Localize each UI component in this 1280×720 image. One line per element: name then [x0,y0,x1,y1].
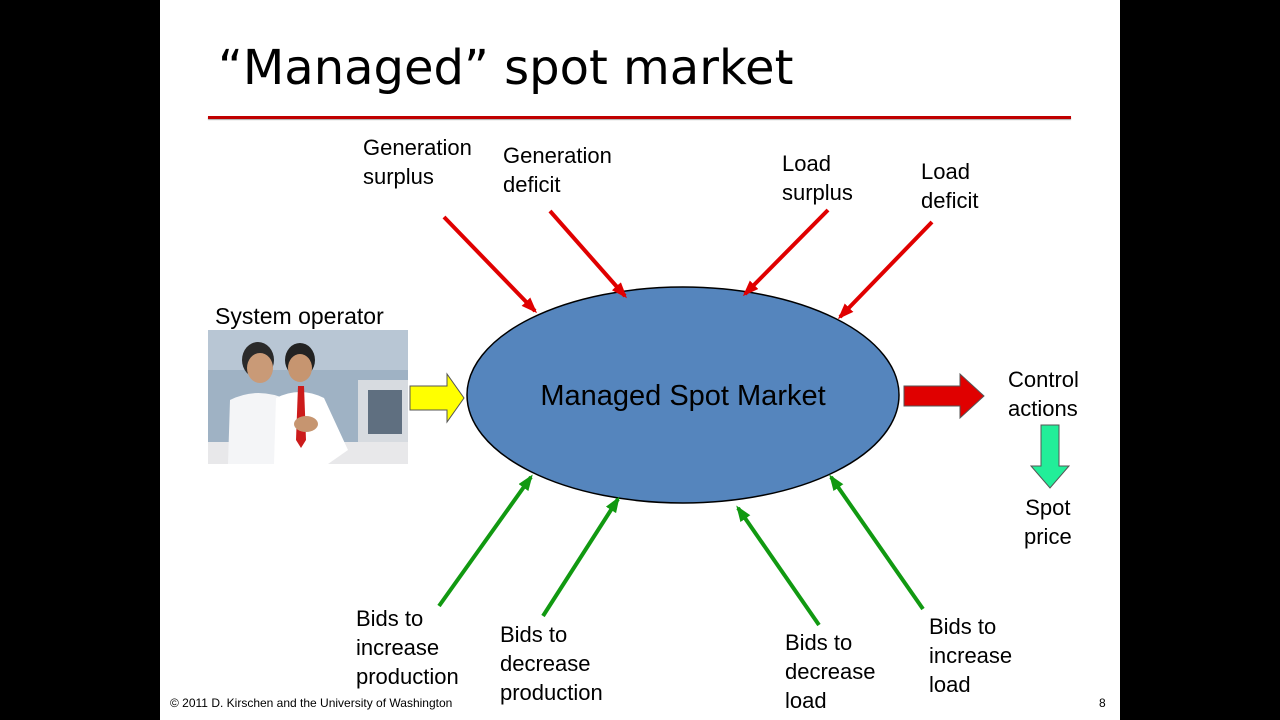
label-line: Control [1008,367,1079,392]
label-line: Bids to [929,614,997,639]
arrow-bids-increase-load [829,474,925,611]
operator-arrow [409,372,465,424]
label-line: load [929,672,971,697]
label-line: price [1024,524,1072,549]
label-bids-decrease-production: Bids to decrease production [500,620,603,707]
label-line: increase [356,635,440,660]
label-bids-increase-production: Bids to increase production [356,604,459,691]
arrow-load-surplus [742,208,830,297]
arrow-bids-increase-production [437,474,533,608]
label-line: increase [929,643,1013,668]
arrow-bids-decrease-production [541,496,620,618]
slide-title: “Managed” spot market [218,40,794,96]
label-load-surplus: Load surplus [782,149,853,207]
arrow-load-deficit [837,220,934,320]
label-system-operator: System operator [215,302,384,331]
label-spot-price: Spot price [1024,493,1072,551]
arrow-bids-decrease-load [736,505,821,627]
control-actions-arrow [903,372,985,420]
arrow-generation-deficit [548,209,627,299]
operator-photo-illustration [208,330,408,464]
spot-price-arrow [1029,424,1071,489]
title-rule [208,116,1071,119]
label-line: deficit [503,172,561,197]
label-line: Load [782,151,831,176]
system-operator-photo [208,330,408,464]
footer-copyright: © 2011 D. Kirschen and the University of… [170,696,453,710]
label-line: surplus [782,180,853,205]
label-line: production [356,664,459,689]
diagram: Managed Spot Market [409,208,1071,627]
slide: “Managed” spot market Managed Spot Marke… [160,0,1120,720]
label-line: Bids to [785,630,853,655]
center-label: Managed Spot Market [540,380,825,412]
label-generation-surplus: Generation surplus [363,133,472,191]
label-line: Generation [363,135,472,160]
label-line: Bids to [500,622,568,647]
label-control-actions: Control actions [1008,365,1079,423]
label-generation-deficit: Generation deficit [503,141,612,199]
label-load-deficit: Load deficit [921,157,978,215]
label-line: actions [1008,396,1078,421]
label-line: Generation [503,143,612,168]
page-number: 8 [1099,696,1106,710]
label-line: Bids to [356,606,424,631]
label-line: Load [921,159,970,184]
label-line: production [500,680,603,705]
label-bids-increase-load: Bids to increase load [929,612,1012,699]
label-line: load [785,688,827,713]
managed-spot-market-ellipse [466,286,900,504]
system-operator-text: System operator [215,303,384,329]
label-line: surplus [363,164,434,189]
label-line: deficit [921,188,979,213]
arrow-generation-surplus [442,215,538,314]
label-bids-decrease-load: Bids to decrease load [785,628,876,715]
label-line: decrease [500,651,591,676]
label-line: decrease [785,659,876,684]
label-line: Spot [1025,495,1071,520]
